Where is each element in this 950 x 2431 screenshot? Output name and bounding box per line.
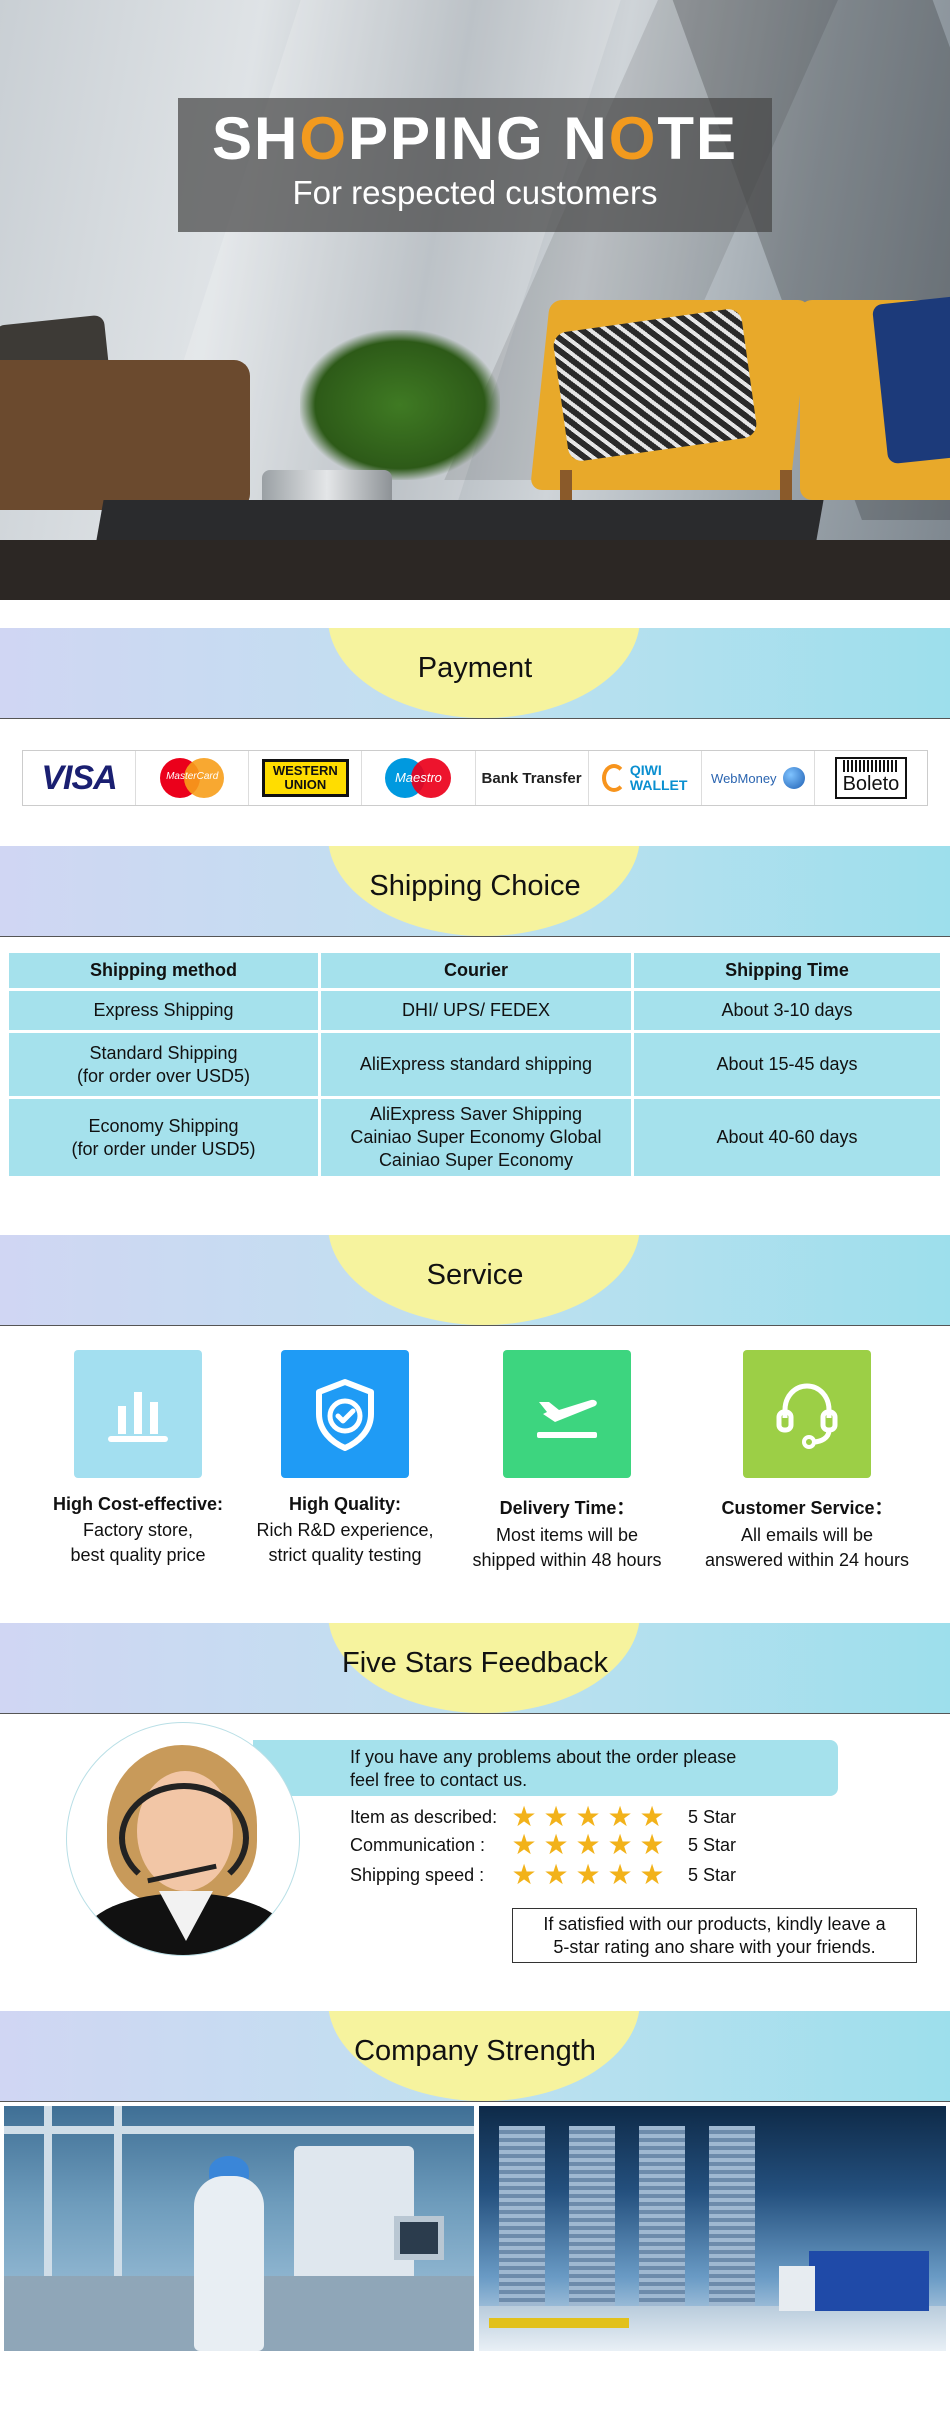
rating-value: 5 Star	[688, 1806, 737, 1827]
shield-check-icon	[281, 1350, 409, 1478]
feedback-section-heading: Five Stars Feedback	[0, 1623, 950, 1713]
shipping-time-cell: About 15-45 days	[631, 1030, 943, 1099]
service-description: Rich R&D experience,strict quality testi…	[256, 1520, 434, 1565]
factory-photo	[4, 2106, 474, 2351]
service-title: High Cost-effective:	[52, 1494, 223, 1514]
company-section-heading: Company Strength	[0, 2011, 950, 2101]
star-icon: ★	[607, 1859, 633, 1890]
company-heading-label: Company Strength	[354, 2035, 596, 2067]
feedback-heading-label: Five Stars Feedback	[342, 1647, 608, 1679]
service-item-quality: High Quality: Rich R&D experience,strict…	[245, 1350, 445, 1568]
rating-row-shipping-speed: Shipping speed : ★★★★★ 5 Star	[350, 1859, 770, 1890]
shipping-method-cell: Standard Shipping(for order over USD5)	[6, 1030, 321, 1099]
shipping-table: Shipping method Courier Shipping Time Ex…	[6, 950, 943, 1179]
plane-takeoff-icon	[503, 1350, 631, 1478]
star-rating: ★★★★★	[510, 1829, 674, 1860]
webmoney-logo: WebMoney	[702, 751, 815, 805]
rating-row-communication: Communication : ★★★★★ 5 Star	[350, 1829, 770, 1860]
rating-value: 5 Star	[688, 1864, 737, 1885]
mastercard-logo: MasterCard	[136, 751, 250, 805]
star-icon: ★	[639, 1801, 665, 1832]
service-title: Customer Service：	[721, 1498, 893, 1518]
shipping-method-cell: Economy Shipping(for order under USD5)	[6, 1096, 321, 1179]
service-description: Factory store,best quality price	[70, 1520, 206, 1565]
courier-cell: AliExpress standard shipping	[318, 1030, 634, 1099]
contact-message: If you have any problems about the order…	[350, 1747, 737, 1790]
star-icon: ★	[511, 1829, 537, 1860]
star-icon: ★	[575, 1859, 601, 1890]
service-item-cost: High Cost-effective: Factory store,best …	[38, 1350, 238, 1568]
star-icon: ★	[607, 1829, 633, 1860]
rating-label: Item as described:	[350, 1806, 498, 1827]
table-header-row: Shipping method Courier Shipping Time	[6, 950, 943, 991]
shipping-time-cell: About 3-10 days	[631, 988, 943, 1033]
service-section-heading: Service	[0, 1235, 950, 1325]
visa-logo: VISA	[23, 751, 137, 805]
column-header: Courier	[318, 950, 634, 991]
warehouse-photo	[479, 2106, 946, 2351]
service-title: High Quality:	[289, 1494, 401, 1514]
hero-title-banner: SHOPPING NOTE For respected customers	[178, 98, 772, 232]
star-icon: ★	[511, 1859, 537, 1890]
shipping-method-cell: Express Shipping	[6, 988, 321, 1033]
table-row: Standard Shipping(for order over USD5) A…	[6, 1030, 943, 1099]
payment-section-heading: Payment	[0, 628, 950, 718]
shipping-heading-label: Shipping Choice	[369, 870, 581, 902]
star-icon: ★	[511, 1801, 537, 1832]
column-header: Shipping Time	[631, 950, 943, 991]
headset-icon	[743, 1350, 871, 1478]
star-icon: ★	[607, 1801, 633, 1832]
star-icon: ★	[543, 1859, 569, 1890]
payment-heading-label: Payment	[417, 652, 533, 684]
star-rating: ★★★★★	[510, 1801, 674, 1832]
table-row: Express Shipping DHI/ UPS/ FEDEX About 3…	[6, 988, 943, 1033]
boleto-logo: Boleto	[815, 751, 927, 805]
courier-cell: DHI/ UPS/ FEDEX	[318, 988, 634, 1033]
star-icon: ★	[543, 1801, 569, 1832]
service-title: Delivery Time：	[499, 1498, 635, 1518]
contact-message-box	[253, 1740, 838, 1796]
bar-chart-icon	[74, 1350, 202, 1478]
star-icon: ★	[639, 1859, 665, 1890]
table-row: Economy Shipping(for order under USD5) A…	[6, 1096, 943, 1179]
star-icon: ★	[575, 1829, 601, 1860]
rating-value: 5 Star	[688, 1834, 737, 1855]
service-heading-label: Service	[426, 1259, 524, 1291]
shipping-time-cell: About 40-60 days	[631, 1096, 943, 1179]
shipping-section-heading: Shipping Choice	[0, 846, 950, 936]
rating-label: Shipping speed :	[350, 1864, 485, 1885]
rating-row-item-described: Item as described: ★★★★★ 5 Star	[350, 1801, 770, 1832]
column-header: Shipping method	[6, 950, 321, 991]
star-icon: ★	[575, 1801, 601, 1832]
star-icon: ★	[543, 1829, 569, 1860]
rating-request-note: If satisfied with our products, kindly l…	[512, 1908, 917, 1963]
support-agent-avatar	[66, 1722, 300, 1956]
hero-subtitle: For respected customers	[292, 174, 658, 211]
rating-label: Communication :	[350, 1834, 486, 1855]
star-icon: ★	[639, 1829, 665, 1860]
bank-transfer-logo: Bank Transfer	[476, 751, 589, 805]
star-rating: ★★★★★	[510, 1859, 674, 1890]
maestro-logo: Maestro	[362, 751, 476, 805]
hero-title: SHOPPING NOTE	[211, 105, 739, 172]
hero-banner-image: SHOPPING NOTE For respected customers	[0, 0, 950, 600]
